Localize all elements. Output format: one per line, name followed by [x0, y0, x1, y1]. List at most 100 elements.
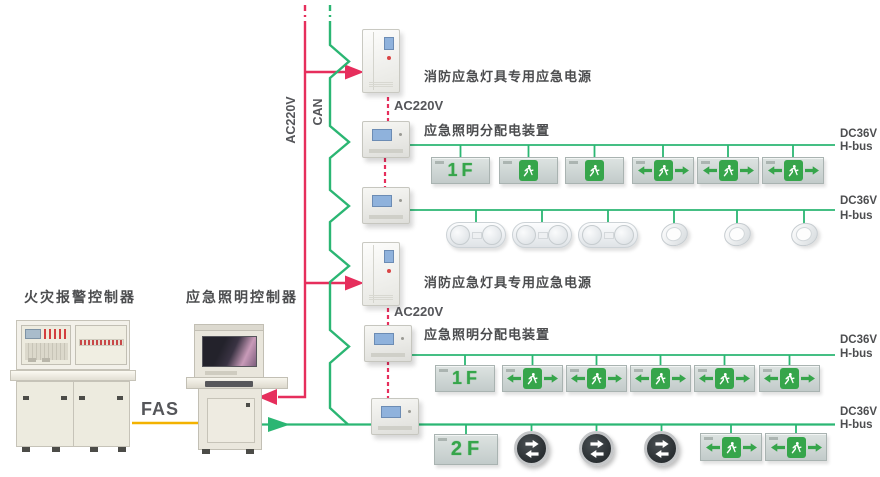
row3-voltage-label: DC36V	[840, 334, 878, 346]
arrowhead-psu-2	[345, 275, 364, 291]
right-arrow-icon	[740, 166, 754, 175]
downlight-cup	[727, 225, 747, 244]
dist-display	[372, 129, 392, 141]
running-man-icon	[780, 368, 799, 389]
twin-spot-light	[512, 222, 572, 248]
running-man-icon	[786, 436, 806, 458]
distribution-device-4	[371, 398, 419, 435]
psu-display	[384, 37, 394, 50]
floor-sign-1f: 1F	[431, 157, 490, 184]
arrowhead-psu-1	[345, 64, 364, 80]
running-man-icon	[651, 368, 670, 389]
ac220v-trunk-line	[278, 23, 307, 399]
console-left-panel	[21, 325, 71, 365]
running-man-icon	[783, 160, 803, 181]
exit-sign-man	[499, 157, 558, 184]
psu1-label: 消防应急灯具专用应急电源	[424, 69, 593, 84]
running-man-icon	[715, 368, 734, 389]
left-arrow-icon	[589, 450, 605, 458]
console-desk	[10, 370, 136, 381]
kiosk-tower	[198, 388, 262, 450]
row4-voltage-label: DC36V	[840, 406, 878, 418]
door-handle	[117, 396, 123, 400]
indicator-leds	[44, 329, 68, 339]
indicator-strip	[79, 339, 124, 346]
exit-sign-arrows	[697, 157, 759, 184]
running-man-icon	[519, 160, 538, 181]
kiosk-monitor	[194, 330, 264, 378]
dist3-label: 应急照明分配电装置	[424, 327, 551, 342]
left-arrow-icon	[638, 166, 652, 175]
foot	[22, 447, 30, 452]
right-arrow-icon	[524, 440, 540, 448]
lamp	[614, 225, 634, 245]
right-arrow-icon	[805, 166, 819, 175]
console-panels	[16, 320, 130, 370]
running-man-icon	[718, 160, 738, 181]
dist-strip	[369, 215, 403, 219]
foot	[90, 447, 98, 452]
foot	[246, 449, 254, 454]
can-trunk-label: CAN	[311, 98, 325, 126]
right-arrow-icon	[672, 374, 686, 383]
fire-alarm-controller-cabinet	[10, 318, 136, 454]
dist1-label: 应急照明分配电装置	[424, 123, 551, 138]
lamp-body	[472, 232, 482, 239]
ac220v-trunk-label: AC220V	[284, 96, 298, 144]
running-man-icon	[585, 160, 604, 181]
running-man-icon	[721, 436, 741, 458]
twin-spot-light	[446, 222, 506, 248]
floor-sign-2f: 2F	[434, 434, 498, 465]
exit-sign-arrows	[502, 365, 563, 392]
row1-voltage-label: DC36V	[840, 128, 878, 140]
running-man-icon	[653, 160, 673, 181]
right-arrow-icon	[801, 374, 815, 383]
foot	[52, 447, 60, 452]
left-arrow-icon	[635, 374, 649, 383]
psu-door-line	[373, 245, 374, 303]
dist-display	[372, 195, 392, 207]
dist-dot	[399, 133, 402, 136]
emergency-lighting-controller-kiosk	[186, 324, 288, 455]
row1-bus-label: H-bus	[840, 141, 873, 153]
door-handle	[79, 396, 85, 400]
psu-led	[387, 56, 391, 60]
dist-dot	[408, 410, 411, 413]
dist-strip	[369, 149, 403, 153]
console-base	[16, 381, 130, 447]
arrowhead-from-controller	[268, 417, 290, 432]
exit-sign-arrows	[632, 157, 694, 184]
hbus-row2	[410, 209, 835, 223]
right-arrow-icon	[675, 166, 689, 175]
lamp	[582, 225, 602, 245]
exit-sign-arrows	[694, 365, 755, 392]
psu-box-1	[362, 29, 400, 93]
lamp	[482, 225, 502, 245]
lighting-controller-label: 应急照明控制器	[186, 289, 298, 305]
distribution-device-3	[364, 325, 412, 362]
exit-sign-arrows	[762, 157, 824, 184]
row3-bus-label: H-bus	[840, 348, 873, 360]
door-handle	[61, 396, 67, 400]
dist-dot	[401, 337, 404, 340]
hbus-row4-drops	[465, 424, 797, 434]
console-right-panel	[75, 325, 127, 365]
feed2-label: AC220V	[394, 304, 444, 319]
round-direction-sign	[644, 431, 679, 466]
keyboard	[205, 381, 253, 387]
psu-vent	[369, 82, 393, 87]
floor-sign-text: 2F	[450, 438, 485, 460]
dist-strip	[378, 426, 412, 430]
dist-strip	[371, 353, 405, 357]
left-arrow-icon	[771, 443, 785, 452]
psu-box-2	[362, 242, 400, 306]
fas-label: FAS	[141, 399, 180, 419]
left-arrow-icon	[571, 374, 585, 383]
dist-display	[381, 406, 401, 418]
left-arrow-icon	[507, 374, 521, 383]
hbus-row3	[412, 354, 835, 365]
kiosk-door	[207, 398, 255, 443]
psu-led	[387, 269, 391, 273]
exit-sign-arrows	[630, 365, 691, 392]
